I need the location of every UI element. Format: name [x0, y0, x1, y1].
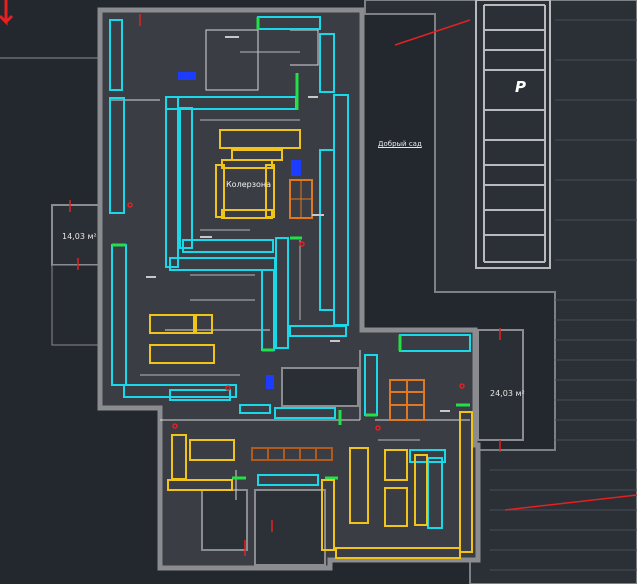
yellow-shelves-left	[149, 314, 235, 491]
zone-label: Колерзона	[226, 180, 271, 189]
dimension-ticks	[146, 36, 450, 412]
blue-marker-1	[178, 72, 196, 80]
green-accents	[112, 17, 470, 480]
parking-label: P	[515, 78, 526, 96]
kolerzona-island	[215, 129, 301, 219]
hatch-area	[490, 19, 637, 571]
center-block	[281, 367, 359, 407]
area-label-left: 14,03 м²	[62, 232, 97, 241]
brown-rack-row	[251, 447, 333, 461]
north-arrow	[0, 0, 14, 26]
cyan-wall-shelves	[109, 16, 471, 529]
brown-rack-block	[389, 379, 425, 421]
red-markers	[69, 14, 637, 556]
left-annex-lower	[51, 264, 103, 346]
blue-marker-3	[266, 375, 274, 389]
shelf-details	[140, 51, 420, 441]
blue-marker-2	[291, 160, 301, 176]
area-label-right: 24,03 м²	[490, 389, 525, 398]
parking-grid	[475, 0, 551, 269]
shop-name-label: Добрый сад	[378, 140, 422, 148]
sub-room-a	[201, 489, 248, 551]
right-annex	[477, 329, 524, 441]
left-annex	[51, 204, 103, 266]
sub-room-b	[254, 489, 326, 566]
yellow-shelves-right	[321, 411, 473, 559]
